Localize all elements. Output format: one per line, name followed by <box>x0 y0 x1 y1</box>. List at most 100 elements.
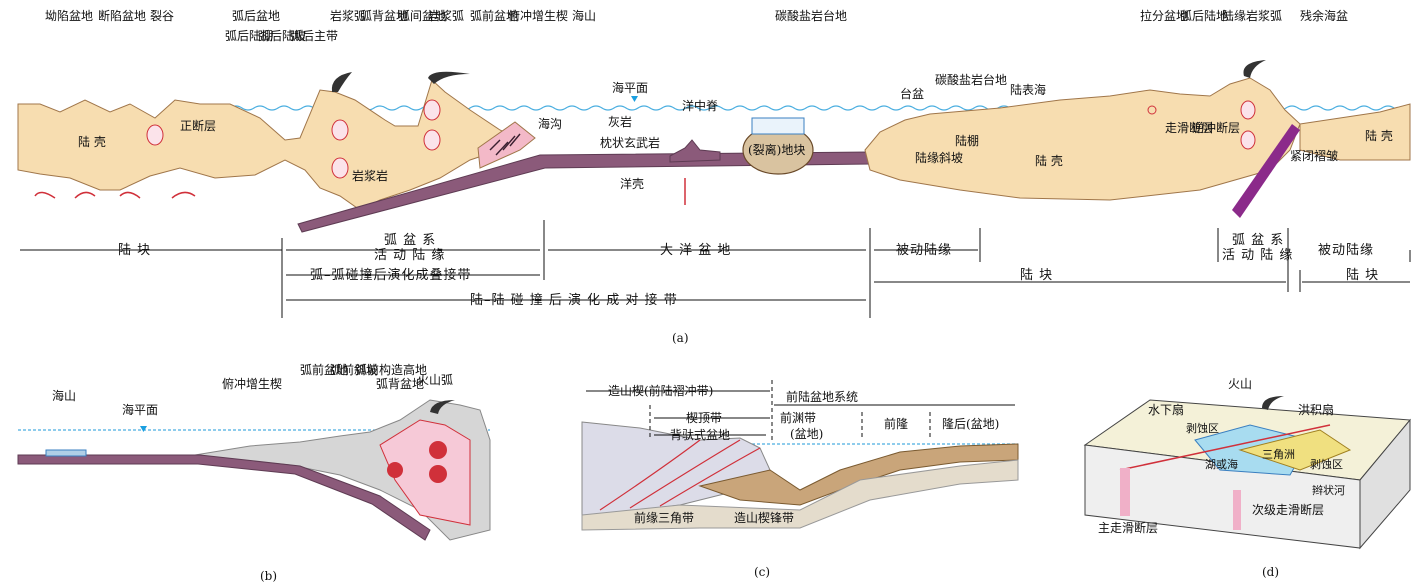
label-strike-slip: 走滑断层 <box>1165 120 1213 135</box>
svg-text:前渊带: 前渊带 <box>780 410 816 425</box>
svg-text:陆 块: 陆 块 <box>1020 267 1053 283</box>
label-carbonate-platform: 碳酸盐岩台地 <box>775 8 847 23</box>
svg-text:裂谷: 裂谷 <box>150 9 174 23</box>
label-thrust: 逆冲断层 <box>1192 120 1240 135</box>
svg-text:弧后主带: 弧后主带 <box>290 29 338 43</box>
svg-text:断陷盆地: 断陷盆地 <box>98 8 146 23</box>
label-residual-sea: 残余海盆 <box>1300 8 1348 23</box>
label-fore-arc-land: 弧后陆地 <box>1180 8 1228 23</box>
label-arc-basin-system-2: 弧 盆 系 <box>1232 233 1284 248</box>
label-land-block-3: 陆 块 <box>1346 267 1379 283</box>
svg-text:弧间盆地: 弧间盆地 <box>398 9 446 23</box>
label-d-underwater-fan: 水下扇 <box>1148 402 1184 417</box>
top-labels: 坳陷盆地 断陷盆地 裂谷 弧后盆地 弧后陆棚 弧后陆坡 弧后主带 岩浆弧 弧背盆… <box>45 8 1348 43</box>
label-limestone: 灰岩 <box>608 114 632 129</box>
svg-text:陆表海: 陆表海 <box>1010 82 1046 97</box>
svg-text:隆后(盆地): 隆后(盆地) <box>942 416 999 431</box>
label-crust-far: 陆 壳 <box>1365 128 1393 143</box>
label-back-arc-shelf: 弧后陆棚 <box>225 28 273 43</box>
label-c-wedge-top: 楔顶带 <box>686 411 722 425</box>
svg-text:弧 盆 系: 弧 盆 系 <box>384 233 436 248</box>
svg-text:剥蚀区: 剥蚀区 <box>1310 457 1343 471</box>
panel-c: 造山楔(前陆褶冲带) 前陆盆地系统 楔顶带 前渊带 (盆地) 背驮式盆地 前隆 … <box>581 380 1019 579</box>
continental-crust-far <box>1299 103 1411 161</box>
label-d-lake-sea: 湖或海 <box>1205 457 1238 471</box>
svg-text:弧后盆地: 弧后盆地 <box>232 9 280 23</box>
label-d-erosion-zone: 剥蚀区 <box>1186 421 1219 435</box>
label-accretion-wedge: 俯冲增生楔 <box>508 8 568 23</box>
label-arc-arc-collision: 弧–弧碰撞后演化成叠接带 <box>310 267 472 283</box>
svg-text:灰岩: 灰岩 <box>608 114 632 129</box>
panel-a: 坳陷盆地 断陷盆地 裂谷 弧后盆地 弧后陆棚 弧后陆坡 弧后主带 岩浆弧 弧背盆… <box>17 8 1411 345</box>
label-fault-basin: 断陷盆地 <box>98 8 146 23</box>
svg-text:三角洲: 三角洲 <box>1262 448 1295 461</box>
label-epicontinental-sea: 陆表海 <box>1010 82 1046 97</box>
svg-text:海平面: 海平面 <box>122 402 158 417</box>
svg-text:陆 壳: 陆 壳 <box>1035 153 1063 168</box>
svg-text:(d): (d) <box>1262 565 1279 579</box>
label-b-volcanic-arc: 火山弧 <box>417 373 453 387</box>
label-back-arc-slope: 弧后陆坡 <box>258 28 306 43</box>
seamount-b <box>45 449 87 457</box>
label-active-margin-2: 活 动 陆 缘 <box>1222 247 1293 263</box>
svg-text:陆 壳: 陆 壳 <box>78 134 106 149</box>
label-c-wedge-front: 造山楔锋带 <box>734 511 794 525</box>
basin-fill-c <box>698 443 1019 506</box>
svg-text:弧前盆地: 弧前盆地 <box>300 362 348 377</box>
svg-text:前缘三角带: 前缘三角带 <box>634 510 694 525</box>
label-pull-apart-basin: 拉分盆地 <box>1140 8 1188 23</box>
svg-text:活 动 陆 缘: 活 动 陆 缘 <box>374 247 445 263</box>
svg-text:正断层: 正断层 <box>180 118 216 133</box>
svg-text:主走滑断层: 主走滑断层 <box>1098 520 1158 535</box>
svg-text:洋中脊: 洋中脊 <box>682 98 718 113</box>
label-c-piggyback: 背驮式盆地 <box>670 427 730 442</box>
fold-slab <box>1232 124 1300 218</box>
svg-text:岩浆弧: 岩浆弧 <box>428 8 464 23</box>
label-land-block-2: 陆 块 <box>1020 267 1053 283</box>
label-cm-magma-arc: 陆缘岩浆弧 <box>1222 8 1282 23</box>
svg-text:俯冲增生楔: 俯冲增生楔 <box>508 8 568 23</box>
label-b-fore-arc-basin: 弧前盆地 <box>300 362 348 377</box>
svg-text:前陆盆地系统: 前陆盆地系统 <box>786 389 858 404</box>
svg-text:洋壳: 洋壳 <box>620 176 644 191</box>
svg-text:大 洋 盆 地: 大 洋 盆 地 <box>660 243 731 258</box>
svg-text:海山: 海山 <box>52 388 76 403</box>
label-d-secondary-fault: 次级走滑断层 <box>1252 502 1324 517</box>
label-b-seamount: 海山 <box>52 388 76 403</box>
label-d-main-fault: 主走滑断层 <box>1098 520 1158 535</box>
label-c-back-bulge: 隆后(盆地) <box>942 416 999 431</box>
svg-text:弧前斜坡: 弧前斜坡 <box>330 362 378 377</box>
label-d-braided-river: 辫状河 <box>1312 483 1345 497</box>
label-tight-fold: 紧闭褶皱 <box>1290 148 1338 163</box>
svg-text:弧–弧碰撞后演化成叠接带: 弧–弧碰撞后演化成叠接带 <box>310 267 472 283</box>
label-back-arc-basin-hdr: 弧后盆地 <box>232 9 280 23</box>
label-d-volcano: 火山 <box>1228 377 1252 391</box>
svg-text:枕状玄武岩: 枕状玄武岩 <box>600 135 660 150</box>
label-normal-fault: 正断层 <box>180 118 216 133</box>
svg-text:海山: 海山 <box>572 8 596 23</box>
svg-text:弧背盆地: 弧背盆地 <box>376 377 424 391</box>
caption-d: (d) <box>1262 565 1279 579</box>
label-crust-right: 陆 壳 <box>1035 153 1063 168</box>
svg-text:活 动 陆 缘: 活 动 陆 缘 <box>1222 247 1293 263</box>
label-sea-level: 海平面 <box>612 80 648 95</box>
label-c-orogenic-wedge: 造山楔(前陆褶冲带) <box>608 383 713 398</box>
label-b-fore-arc-high: 弧前构造高地 <box>355 362 427 377</box>
label-active-margin: 活 动 陆 缘 <box>374 247 445 263</box>
svg-text:(a): (a) <box>672 331 689 345</box>
label-c-forebulge: 前隆 <box>884 416 908 431</box>
label-b-accretion: 俯冲增生楔 <box>222 376 282 391</box>
svg-text:弧后陆棚: 弧后陆棚 <box>225 28 273 43</box>
svg-text:造山楔(前陆褶冲带): 造山楔(前陆褶冲带) <box>608 383 713 398</box>
label-back-arc-main: 弧后主带 <box>290 29 338 43</box>
zonation-text: 陆 块 弧 盆 系 活 动 陆 缘 大 洋 盆 地 被动陆缘 弧 盆 系 活 动… <box>118 233 1379 345</box>
label-inter-arc-basin: 弧间盆地 <box>398 9 446 23</box>
svg-text:火山弧: 火山弧 <box>417 373 453 387</box>
basement-c <box>581 459 1019 531</box>
label-b-fore-arc-slope: 弧前斜坡 <box>330 362 378 377</box>
svg-text:碳酸盐岩台地: 碳酸盐岩台地 <box>775 8 847 23</box>
svg-text:被动陆缘: 被动陆缘 <box>1318 242 1374 258</box>
svg-text:楔顶带: 楔顶带 <box>686 411 722 425</box>
svg-text:(裂离)地块: (裂离)地块 <box>748 142 805 157</box>
svg-text:陆 块: 陆 块 <box>118 242 151 258</box>
